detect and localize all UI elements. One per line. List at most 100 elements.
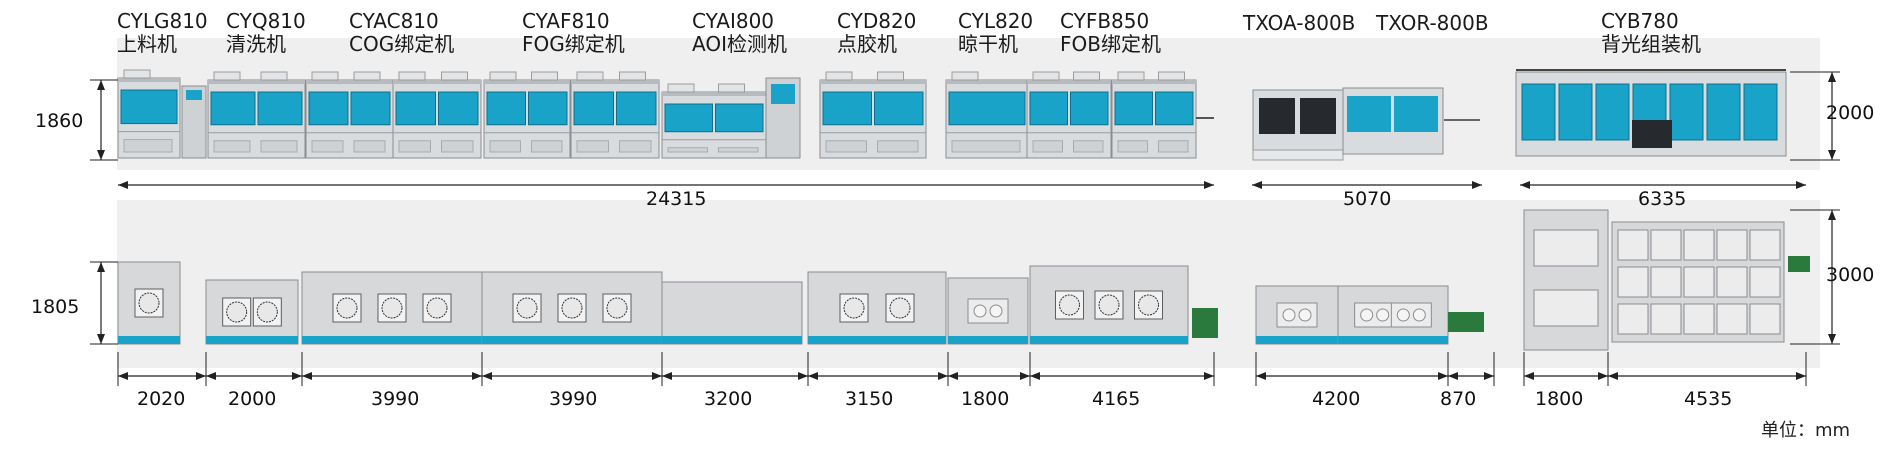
cyac-fan-grille-0 [336, 297, 358, 319]
cyd-fan-grille-1 [889, 297, 911, 319]
cyq810-topbox-1 [260, 71, 288, 81]
cyfb850-b-screen-0 [1114, 91, 1153, 126]
cyfb-fan-grille-2 [1138, 294, 1159, 316]
dim-6335-left-head [1520, 181, 1530, 189]
dim-24315-right-head [1204, 181, 1214, 189]
cyd-tstrip [808, 336, 946, 344]
cyb780-screen-2 [1595, 83, 1630, 141]
cyq-fan-grille-0 [226, 301, 248, 323]
cylg-mini-screen [186, 90, 202, 100]
txoa-window-b [1300, 98, 1336, 134]
cyfb-fan-grille-0 [1059, 294, 1080, 316]
cyaf810-a-topbox-1 [531, 71, 558, 81]
cyq810-panel-1 [260, 140, 298, 153]
dim-seg-6-left-head [948, 372, 958, 380]
dim-5070-left-head [1252, 181, 1262, 189]
cyl-tstrip [948, 336, 1028, 344]
cyai-tbody [661, 281, 803, 345]
cyq810-screen-1 [257, 91, 303, 126]
txoa-tray-hole-b-0 [1298, 308, 1312, 322]
cyfb850-a-panel-0 [1032, 140, 1063, 153]
dim-seg-0-left-head [118, 372, 128, 380]
dim-seg-5-right-head [938, 372, 948, 380]
cyb780-cell-0-1 [1650, 229, 1682, 261]
cyfb-tstrip [1030, 336, 1188, 344]
dim-1860-top-head [97, 80, 105, 90]
cyaf810-b-topbox-1 [619, 71, 646, 81]
cyb780-cell-2-0 [1617, 303, 1649, 335]
cyb780-cell-0-0 [1617, 229, 1649, 261]
txor-screen-a [1347, 96, 1391, 132]
cyb780-screen-6 [1743, 83, 1778, 141]
cyfb850-a-panel-1 [1073, 140, 1104, 153]
cylg810-panel-0 [123, 139, 173, 153]
seg-2000: 2000 [228, 388, 277, 410]
cyai-tstrip [662, 336, 802, 344]
dim-seg-8-left-head [1256, 372, 1266, 380]
dim-6335-right-head [1796, 181, 1806, 189]
cyai800-screen-1 [715, 103, 764, 133]
cylg-tstrip [118, 336, 180, 344]
cyfb850-a-topbox-1 [1073, 71, 1100, 81]
cylg810-cap [118, 78, 180, 82]
cyaf810-a-topbox-0 [489, 71, 517, 81]
cyac810-b-topbox-0 [398, 71, 426, 81]
cyfb850-b-topbox-1 [1158, 71, 1185, 81]
dim-seg-10-left-head [1524, 372, 1534, 380]
txoa-window-a [1259, 98, 1295, 134]
seg-3990a: 3990 [371, 388, 420, 410]
dim-seg-0-right-head [196, 372, 206, 380]
txoa-tray-hole-a-0 [1282, 308, 1296, 322]
cyaf810-a-screen-0 [486, 91, 526, 126]
dim-seg-7-left-head [1030, 372, 1040, 380]
cyai800-cap [662, 92, 766, 96]
seg-870: 870 [1440, 388, 1477, 410]
cyaf-fan-grille-1 [561, 297, 583, 319]
cyb780-cell-2-2 [1683, 303, 1715, 335]
cyb780-screen-1 [1558, 83, 1593, 141]
cyq810-panel-0 [213, 140, 251, 153]
dim-seg-9-right-head [1484, 372, 1494, 380]
front-length-5070: 5070 [1343, 188, 1392, 210]
cyaf810-b-cap [571, 80, 659, 84]
seg-4535: 4535 [1684, 388, 1733, 410]
dim-seg-2-left-head [302, 372, 312, 380]
cyfb850-b-topbox-0 [1117, 71, 1145, 81]
cyl820-topbox-0 [951, 71, 979, 81]
cyd820-cap [820, 80, 926, 84]
seg-3990b: 3990 [549, 388, 598, 410]
cyb780-cell-0-2 [1683, 229, 1715, 261]
cyaf810-b-panel-0 [576, 140, 609, 153]
unit-label: 单位：mm [1761, 420, 1851, 441]
dim-seg-4-left-head [662, 372, 672, 380]
cyq-tstrip [206, 336, 298, 344]
cyaf810-a-screen-1 [528, 91, 568, 126]
dim-seg-5-left-head [808, 372, 818, 380]
cyaf810-b-panel-1 [619, 140, 652, 153]
dim-seg-3-right-head [652, 372, 662, 380]
dim-seg-11-right-head [1796, 372, 1806, 380]
cyfb850-b-screen-1 [1155, 91, 1194, 126]
cyd-tbody [807, 271, 947, 345]
cyb780-cell-0-3 [1716, 229, 1748, 261]
cyb780-screen-0 [1521, 83, 1556, 141]
dim-24315-left-head [118, 181, 128, 189]
cyq-tbody [205, 279, 299, 345]
cyac810-a-topbox-1 [353, 71, 381, 81]
label-txoa800b: TXOA-800B [1243, 11, 1356, 35]
txor-tstrip [1338, 336, 1448, 344]
cyac810-b-topbox-1 [441, 71, 468, 81]
dim-2000-top-head [1828, 72, 1836, 82]
cyd820-topbox-1 [877, 71, 904, 81]
cyfb850-a-screen-0 [1029, 91, 1068, 126]
cyl-tray-hole-a-0 [973, 304, 987, 318]
front-length-6335: 6335 [1638, 188, 1687, 210]
top-depth-1805: 1805 [31, 296, 80, 318]
cyai800-panel-1 [718, 147, 759, 153]
dim-seg-2-right-head [472, 372, 482, 380]
cyq-fan-grille-1 [256, 301, 278, 323]
dim-1805-top-head [97, 262, 105, 272]
cyac810-b-screen-0 [395, 91, 436, 126]
